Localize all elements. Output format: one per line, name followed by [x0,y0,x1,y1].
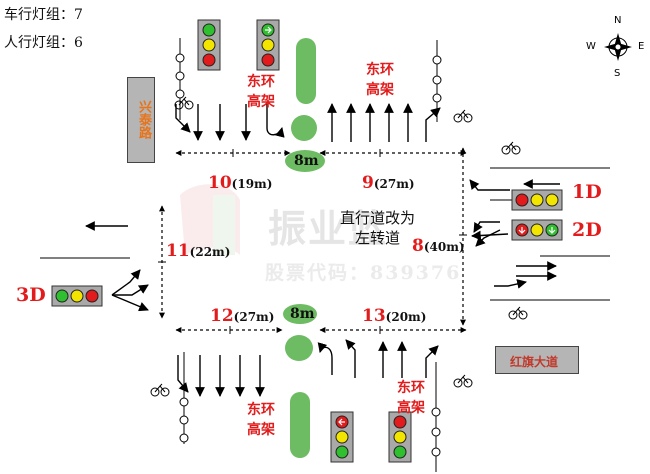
crossing-10-num: 10 [208,173,232,193]
ped-groups-count: 人行灯组：6 [4,35,83,51]
signal-south-left [330,411,354,463]
south-exit-arrows [177,355,265,397]
north-median [296,38,316,104]
compass-n: N [614,15,622,26]
west-road-box: 兴泰路 [127,77,155,163]
compass-s: S [614,68,621,79]
crossing-13-len: (20m) [385,310,427,324]
compass-w: W [586,41,596,52]
signal-label-3d: 3D [16,284,46,306]
ramp-label-nw: 东环 高架 [247,74,275,110]
south-refuge-island [283,304,317,324]
north-island-round [291,115,317,141]
watermark-logo [180,184,240,255]
south-entry-arrows [317,339,439,378]
signal-label-2d: 2D [572,219,602,241]
east-road-name: 红旗大道 [510,355,559,369]
signal-1d [511,189,563,211]
crossing-9: 9(27m) [362,173,415,193]
vehicle-groups-count: 车行灯组：7 [4,7,83,23]
crossing-12-num: 12 [210,306,234,326]
ramp-label-se: 东环 高架 [397,380,425,416]
island-width-south: 8m [290,306,315,322]
signal-north-right [256,19,280,71]
crossing-13: 13(20m) [362,306,426,326]
east-arrows [469,179,560,289]
east-road-box: 红旗大道 [495,346,579,374]
north-exit-arrows [327,103,441,142]
south-island-round [285,335,313,361]
crossing-10-len: (19m) [231,177,273,191]
green-islands [283,38,325,458]
crossing-13-num: 13 [362,306,386,326]
crossing-11: 11(22m) [166,241,230,261]
ped-poles [175,38,442,472]
signal-north-left [197,19,221,71]
north-refuge-island [285,150,325,172]
signal-label-1d: 1D [572,181,602,203]
north-entry-arrows [175,104,285,141]
compass-icon [604,33,632,61]
crossing-8: 8(40m) [412,236,465,256]
crossing-10: 10(19m) [208,173,272,193]
signal-south-right [388,411,412,463]
watermark-subtext: 股票代码：839376 [265,262,462,284]
crossing-12-len: (27m) [233,310,275,324]
crossing-9-len: (27m) [373,177,415,191]
ramp-label-sw: 东环 高架 [247,402,275,438]
watermark-text: 振业蓝 [268,206,389,251]
crossing-9-num: 9 [362,173,374,193]
island-width-north: 8m [294,153,319,169]
crossing-11-num: 11 [166,241,190,261]
crossing-12: 12(27m) [210,306,274,326]
west-road-name: 兴泰路 [136,100,151,139]
signal-2d [511,219,563,241]
crossing-8-num: 8 [412,236,424,256]
lane-change-note: 直行道改为 左转道 [340,209,416,247]
west-arrows [85,221,149,312]
compass-e: E [638,41,645,52]
crossing-8-len: (40m) [423,240,465,254]
ramp-label-ne: 东环 高架 [366,62,394,98]
bicycle-icons [150,96,528,397]
south-median [290,392,310,458]
signal-3d [51,285,103,307]
crossing-11-len: (22m) [189,245,231,259]
